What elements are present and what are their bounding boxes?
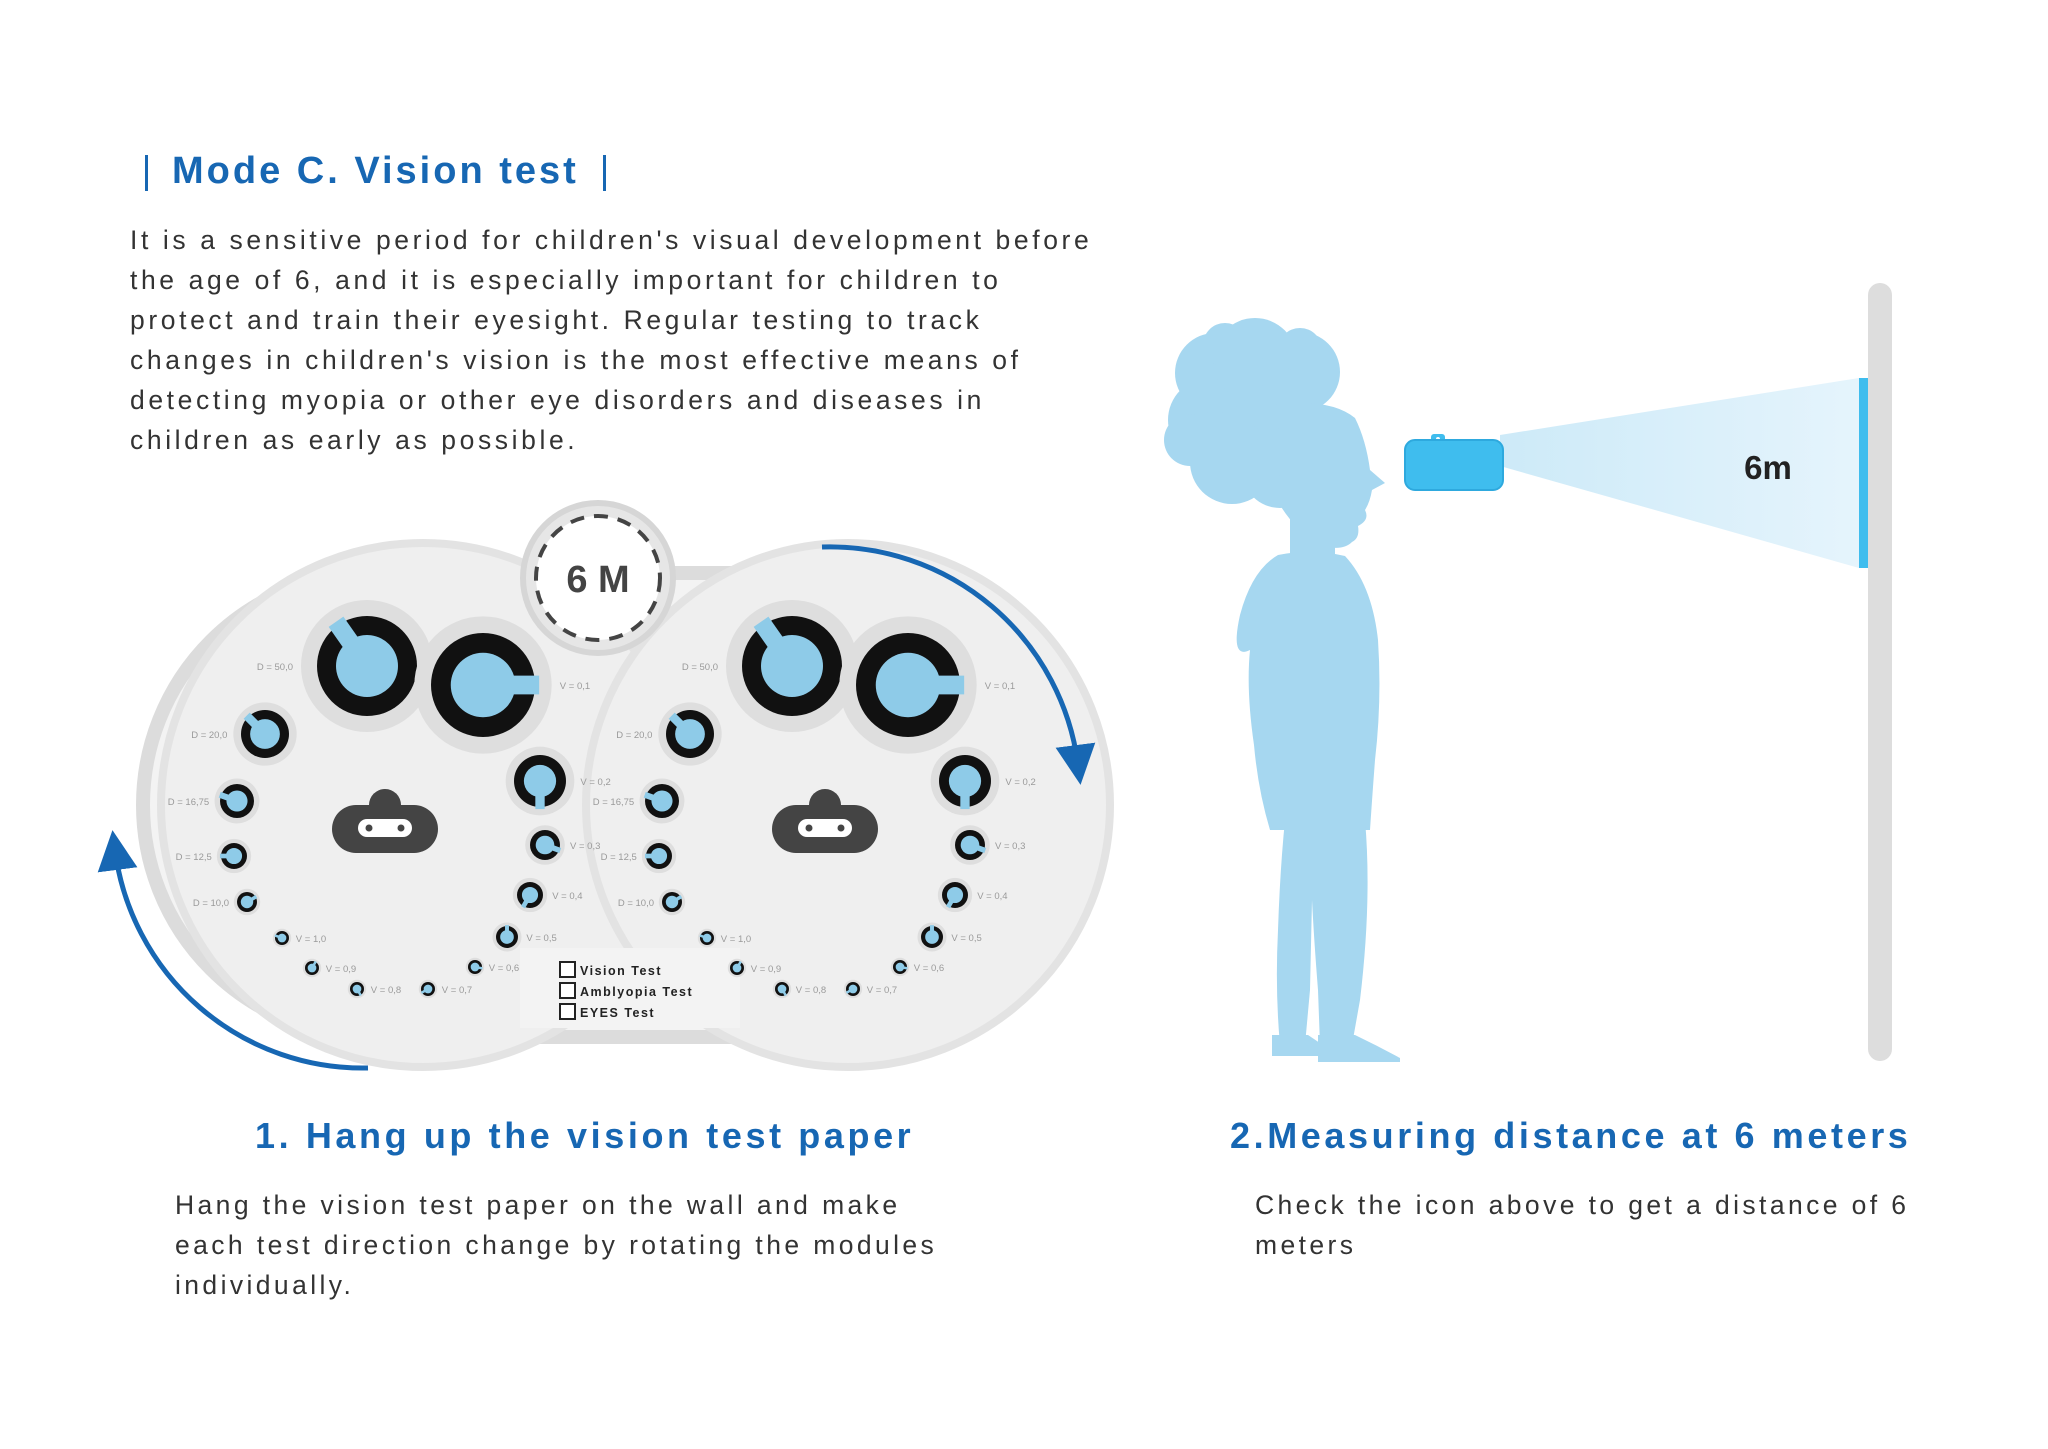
rotate-arrow-clockwise-icon [821, 544, 1096, 785]
right-optotype-label-4: V = 0,2 [1005, 777, 1035, 788]
title-divider-right [602, 154, 606, 191]
wall-chart-strip [1859, 378, 1868, 568]
right-optotype-15: V = 0,6 [890, 957, 944, 977]
checkbox-vision-test [559, 961, 576, 978]
right-optotype-label-12: V = 0,9 [751, 964, 781, 975]
right-optotype-4: V = 0,2 [930, 746, 1036, 816]
right-optotype-label-2: V = 0,1 [985, 681, 1015, 692]
left-optotype-label-4: V = 0,2 [580, 777, 610, 788]
checkbox-amblyopia-test [559, 982, 576, 999]
left-eye-mask-icon [332, 789, 438, 853]
optotype-rings: D = 50,0V = 0,1D = 20,0V = 0,2D = 16,75D… [168, 600, 1036, 999]
left-optotype-4: V = 0,2 [505, 746, 611, 816]
right-optotype-label-13: V = 0,8 [796, 985, 826, 996]
left-optotype-13: V = 0,8 [347, 979, 401, 999]
left-optotype-label-14: V = 0,7 [442, 985, 472, 996]
right-optotype-1: D = 50,0 [682, 600, 858, 732]
projector-device-icon [1404, 434, 1504, 491]
right-optotype-label-14: V = 0,7 [867, 985, 897, 996]
right-optotype-7: V = 0,3 [950, 825, 1025, 865]
left-optotype-3: D = 20,0 [191, 702, 297, 766]
left-optotype-label-7: V = 0,3 [570, 841, 600, 852]
badge-dashed-ring [534, 514, 662, 642]
right-optotype-3: D = 20,0 [616, 702, 722, 766]
left-optotype-6: D = 12,5 [176, 838, 252, 874]
distance-label: 6m [1744, 449, 1792, 486]
right-eye-mask-icon [772, 789, 878, 853]
left-optotype-label-10: V = 0,5 [526, 933, 556, 944]
rotate-arrow-counterclockwise-icon [97, 830, 369, 1071]
right-optotype-9: V = 0,4 [937, 877, 1008, 913]
left-optotype-1: D = 50,0 [257, 600, 433, 732]
left-optotype-15: V = 0,6 [465, 957, 519, 977]
right-optotype-11: V = 1,0 [697, 928, 751, 948]
left-optotype-10: V = 0,5 [492, 922, 557, 952]
right-optotype-label-15: V = 0,6 [914, 963, 944, 974]
left-optotype-5: D = 16,75 [168, 778, 260, 824]
title-divider-left [145, 154, 148, 191]
intro-paragraph: It is a sensitive period for children's … [130, 225, 1093, 455]
right-optotype-label-3: D = 20,0 [616, 730, 652, 741]
left-optotype-label-12: V = 0,9 [326, 964, 356, 975]
left-optotype-label-8: D = 10,0 [193, 898, 229, 909]
projection-beam [1500, 378, 1859, 568]
left-optotype-label-2: V = 0,1 [560, 681, 590, 692]
left-optotype-label-11: V = 1,0 [296, 934, 326, 945]
left-optotype-9: V = 0,4 [512, 877, 583, 913]
checkbox-label-amblyopia-test: Amblyopia Test [580, 985, 693, 999]
step-1-title: 1. Hang up the vision test paper [255, 1115, 915, 1156]
right-optotype-14: V = 0,7 [843, 979, 897, 999]
left-optotype-label-5: D = 16,75 [168, 797, 209, 808]
left-optotype-8: D = 10,0 [193, 888, 261, 916]
right-optotype-5: D = 16,75 [593, 778, 685, 824]
left-optotype-label-15: V = 0,6 [489, 963, 519, 974]
right-optotype-6: D = 12,5 [601, 838, 677, 874]
step-2-title: 2.Measuring distance at 6 meters [1230, 1115, 1912, 1156]
left-optotype-label-3: D = 20,0 [191, 730, 227, 741]
left-optotype-2: V = 0,1 [414, 616, 590, 754]
left-optotype-label-1: D = 50,0 [257, 662, 293, 673]
paper-bottom-panel [520, 948, 740, 1028]
mode-title: Mode C. Vision test [145, 150, 630, 193]
test-type-legend: Vision Test Amblyopia Test EYES Test [559, 961, 693, 1020]
left-optotype-label-9: V = 0,4 [552, 891, 582, 902]
checkbox-label-eyes-test: EYES Test [580, 1006, 655, 1020]
left-optotype-12: V = 0,9 [302, 958, 356, 978]
checkbox-eyes-test [559, 1003, 576, 1020]
distance-scene: 6m [1164, 283, 1892, 1062]
child-silhouette-icon [1164, 318, 1400, 1062]
right-optotype-13: V = 0,8 [772, 979, 826, 999]
right-optotype-label-10: V = 0,5 [951, 933, 981, 944]
right-optotype-12: V = 0,9 [727, 958, 781, 978]
wall [1868, 283, 1892, 1061]
checkbox-label-vision-test: Vision Test [580, 964, 662, 978]
step-2-description: Check the icon above to get a distance o… [1255, 1190, 1910, 1260]
right-optotype-label-5: D = 16,75 [593, 797, 634, 808]
right-optotype-label-6: D = 12,5 [601, 852, 637, 863]
badge-label: 6 M [566, 559, 629, 601]
right-optotype-label-7: V = 0,3 [995, 841, 1025, 852]
left-optotype-14: V = 0,7 [418, 979, 472, 999]
right-optotype-label-1: D = 50,0 [682, 662, 718, 673]
left-optotype-7: V = 0,3 [525, 825, 600, 865]
left-optotype-label-13: V = 0,8 [371, 985, 401, 996]
right-optotype-label-9: V = 0,4 [977, 891, 1007, 902]
vision-test-paper: 6 M D = 50,0 V = 0,1 D = 20,0 V = 0,2 D = 16… [97, 500, 1114, 1071]
right-optotype-10: V = 0,5 [917, 922, 982, 952]
right-optotype-2: V = 0,1 [839, 616, 1015, 754]
mode-title-text: Mode C. Vision test [172, 150, 579, 192]
right-optotype-label-11: V = 1,0 [721, 934, 751, 945]
left-optotype-11: V = 1,0 [272, 928, 326, 948]
left-optotype-label-6: D = 12,5 [176, 852, 212, 863]
right-optotype-label-8: D = 10,0 [618, 898, 654, 909]
step-1-description: Hang the vision test paper on the wall a… [175, 1190, 938, 1300]
right-optotype-8: D = 10,0 [618, 888, 686, 916]
